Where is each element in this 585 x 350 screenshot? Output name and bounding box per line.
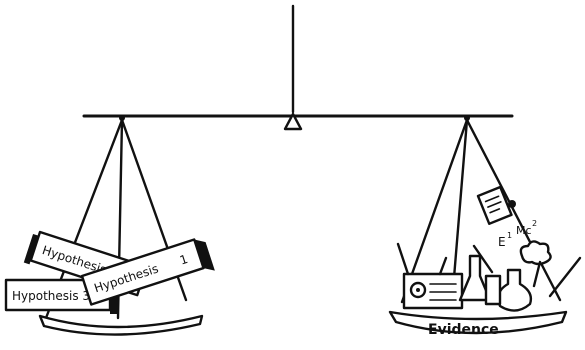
evidence-items: E 1 Mc 2 — [398, 187, 580, 311]
document-icon — [478, 187, 511, 224]
left-pan — [40, 316, 202, 335]
formula-exp-small: 1 — [507, 231, 512, 240]
hypothesis-3-label: Hypothesis 3 — [12, 289, 90, 303]
hypothesis-stack: Hypothesis 2 Hypothesis 3 Hypothesis 1 — [6, 230, 215, 314]
formula-exponent: 2 — [532, 219, 537, 228]
scale-frame — [84, 6, 512, 129]
bottle-icon — [486, 276, 500, 304]
antenna — [398, 244, 408, 274]
evidence-label: Evidence — [428, 322, 499, 338]
smoke-cloud — [521, 241, 551, 264]
round-flask-icon — [498, 270, 531, 311]
formula-mc: Mc — [516, 224, 532, 237]
probe-rod — [550, 258, 580, 296]
formula-e: E — [498, 235, 506, 249]
balloon-dot — [508, 200, 516, 208]
hypothesis-1-box: Hypothesis 1 — [82, 236, 215, 310]
instrument-box — [404, 274, 462, 308]
